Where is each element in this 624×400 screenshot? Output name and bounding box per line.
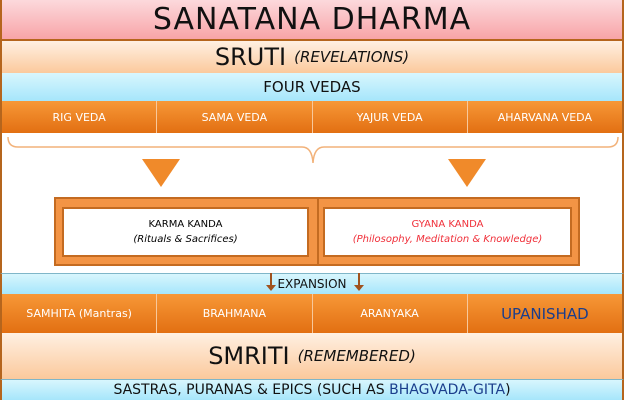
brace-icon bbox=[7, 136, 619, 164]
karma-kanda-box: KARMA KANDA (Rituals & Sacrifices) bbox=[62, 207, 309, 257]
smriti-banner: SMRITI (REMEMBERED) bbox=[0, 333, 624, 379]
expansion-label: EXPANSION bbox=[277, 277, 347, 291]
part-aranyaka: ARANYAKA bbox=[313, 294, 468, 333]
gyana-kanda-box: GYANA KANDA (Philosophy, Meditation & Kn… bbox=[323, 207, 572, 257]
veda-aharvana: AHARVANA VEDA bbox=[497, 110, 592, 124]
arrow-down-icon bbox=[354, 273, 364, 291]
down-triangle-left-icon bbox=[142, 159, 180, 187]
sastras-end: ) bbox=[505, 382, 511, 398]
arrow-down-icon bbox=[266, 273, 276, 291]
part-upanishad: UPANISHAD bbox=[501, 304, 589, 323]
kanda-section: KARMA KANDA (Rituals & Sacrifices) GYANA… bbox=[0, 133, 624, 273]
gyana-title: GYANA KANDA bbox=[411, 219, 484, 230]
sastras-text: SASTRAS, PURANAS & EPICS (SUCH AS bbox=[113, 382, 390, 398]
four-vedas-label: FOUR VEDAS bbox=[263, 78, 361, 96]
title-banner: SANATANA DHARMA bbox=[0, 0, 624, 41]
sastras-highlight: BHAGVADA-GITA bbox=[389, 382, 506, 398]
expansion-banner: EXPANSION bbox=[0, 273, 624, 294]
part-brahmana: BRAHMANA bbox=[157, 294, 313, 333]
veda-rig: RIG VEDA bbox=[2, 101, 158, 133]
down-triangle-right-icon bbox=[448, 159, 486, 187]
vedas-row: RIG VEDA SAMA VEDA YAJUR VEDA AHARVANA V… bbox=[0, 101, 624, 133]
title: SANATANA DHARMA bbox=[152, 2, 472, 37]
part-samhita: SAMHITA (Mantras) bbox=[2, 294, 158, 333]
kanda-container: KARMA KANDA (Rituals & Sacrifices) GYANA… bbox=[54, 197, 580, 266]
smriti-sub: (REMEMBERED) bbox=[297, 347, 416, 365]
gyana-sub: (Philosophy, Meditation & Knowledge) bbox=[352, 234, 543, 245]
four-vedas-banner: FOUR VEDAS bbox=[0, 73, 624, 101]
sruti-banner: SRUTI (REVELATIONS) bbox=[0, 41, 624, 73]
karma-sub: (Rituals & Sacrifices) bbox=[133, 234, 238, 245]
parts-row: SAMHITA (Mantras) BRAHMANA ARANYAKA UPAN… bbox=[0, 294, 624, 333]
sastras-banner: SASTRAS, PURANAS & EPICS (SUCH AS BHAGVA… bbox=[0, 379, 624, 400]
karma-title: KARMA KANDA bbox=[148, 219, 223, 230]
divider bbox=[317, 199, 319, 264]
sruti-label: SRUTI bbox=[214, 43, 287, 71]
sruti-sub: (REVELATIONS) bbox=[294, 48, 410, 66]
veda-sama: SAMA VEDA bbox=[157, 101, 313, 133]
veda-yajur: YAJUR VEDA bbox=[313, 101, 468, 133]
smriti-label: SMRITI bbox=[208, 342, 290, 370]
